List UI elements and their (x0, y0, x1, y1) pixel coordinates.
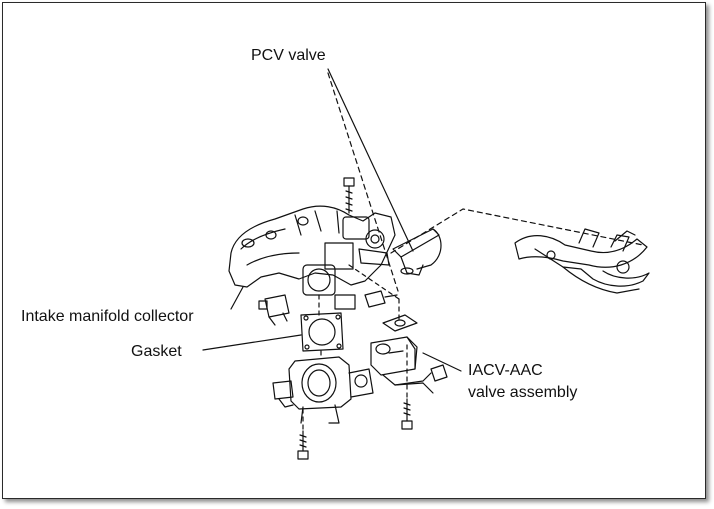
diagram-frame: PCV valve Intake manifold collector Gask… (2, 2, 706, 499)
guide-lines (303, 265, 407, 429)
left-bracket (259, 295, 289, 325)
hose-assembly (515, 229, 649, 293)
gasket (301, 313, 343, 351)
throttle-body-exploded-diagram (3, 3, 706, 499)
bolt-bottom (298, 431, 308, 459)
throttle-body (273, 357, 373, 423)
gasket-leader (203, 335, 301, 350)
sensor-fitting (365, 291, 397, 307)
iacv-aac-valve-assembly-label: IACV-AAC valve assembly (468, 360, 577, 404)
iacv-bolt (402, 399, 412, 429)
pcv-valve (393, 229, 441, 275)
iacv-leader (423, 353, 461, 371)
leader-lines (203, 69, 461, 371)
intake-manifold-collector (229, 206, 395, 309)
pcv-leader (328, 69, 413, 251)
gasket-label: Gasket (131, 343, 182, 360)
pcv-valve-label: PCV valve (251, 47, 326, 64)
bolt-top (344, 178, 354, 213)
iacv-label-line2: valve assembly (468, 384, 578, 401)
iacv-label-line1: IACV-AAC (468, 362, 543, 379)
intake-manifold-collector-label: Intake manifold collector (21, 308, 194, 325)
intake-leader (231, 287, 243, 309)
iacv-gasket (383, 315, 417, 331)
iacv-aac-valve (371, 337, 447, 393)
